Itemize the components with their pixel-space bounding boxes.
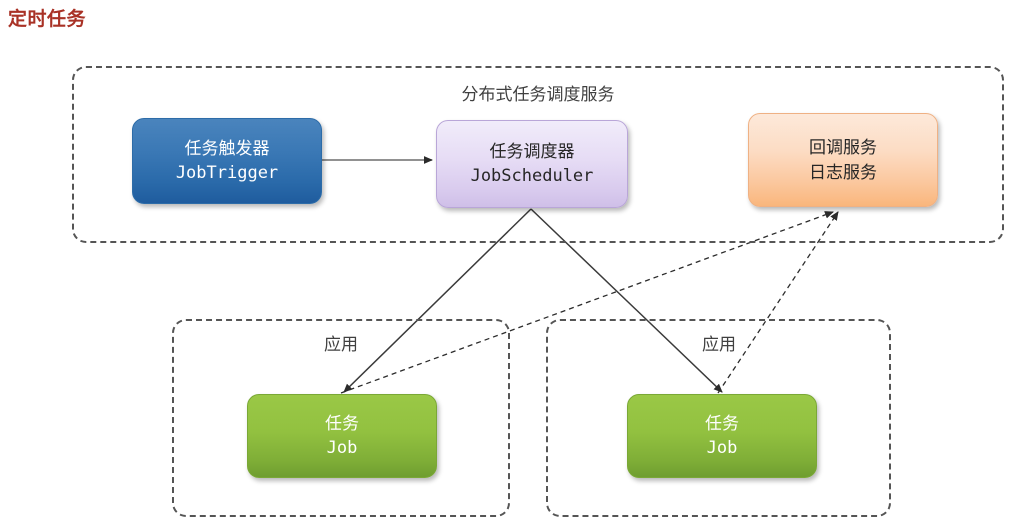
group-app-right <box>546 319 891 517</box>
group-app-left <box>172 319 510 517</box>
node-job-scheduler-subtitle: JobScheduler <box>470 166 594 186</box>
node-job-trigger-title: 任务触发器 <box>184 139 270 158</box>
node-job-right-title: 任务 <box>705 414 739 433</box>
node-callback-service-label: 回调服务 <box>809 138 877 157</box>
node-log-service-label: 日志服务 <box>809 163 877 182</box>
node-job-trigger[interactable]: 任务触发器 JobTrigger <box>132 118 322 204</box>
node-job-trigger-subtitle: JobTrigger <box>175 163 279 183</box>
group-label-app-right: 应用 <box>702 335 736 354</box>
group-label-app-left: 应用 <box>324 335 358 354</box>
node-job-right[interactable]: 任务 Job <box>627 394 817 478</box>
node-callback-log-service[interactable]: 回调服务 日志服务 <box>748 113 938 207</box>
group-distributed-scheduling-service <box>72 66 1004 243</box>
page-title: 定时任务 <box>8 9 87 30</box>
node-job-scheduler-title: 任务调度器 <box>489 142 575 161</box>
node-job-left[interactable]: 任务 Job <box>247 394 437 478</box>
node-job-left-subtitle: Job <box>326 438 358 458</box>
node-job-scheduler[interactable]: 任务调度器 JobScheduler <box>436 120 628 208</box>
node-job-left-title: 任务 <box>325 414 359 433</box>
group-label-distributed-scheduling-service: 分布式任务调度服务 <box>461 85 615 104</box>
node-job-right-subtitle: Job <box>706 438 738 458</box>
